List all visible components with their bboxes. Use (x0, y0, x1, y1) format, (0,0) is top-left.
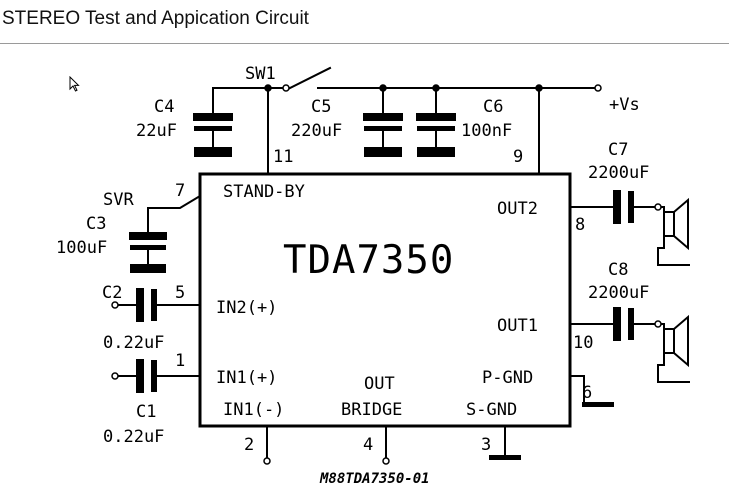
c5-ground-icon (364, 147, 402, 157)
sw1-switch-icon (284, 66, 332, 92)
out1-pin-label: OUT1 (497, 316, 538, 336)
in2-input-terminal (111, 301, 119, 309)
c1-ref: C1 (136, 402, 156, 422)
out-bridge-label-line1: OUT (364, 374, 395, 394)
c3-value: 100uF (56, 238, 107, 258)
out-bridge-label-line2: BRIDGE (341, 400, 402, 420)
svr-label: SVR (103, 190, 134, 210)
speaker-1-icon (663, 328, 675, 354)
ic-part-name: TDA7350 (283, 238, 454, 283)
c7-capacitor-icon (613, 190, 621, 224)
c2-value: 0.22uF (103, 333, 164, 353)
c2-ref: C2 (102, 283, 122, 303)
c8-capacitor-icon (613, 307, 621, 341)
c6-value: 100nF (461, 121, 512, 141)
c6-ref: C6 (483, 97, 503, 117)
in1-input-terminal (111, 372, 119, 380)
out2-pin-label: OUT2 (497, 199, 538, 219)
s-gnd-pin-label: S-GND (466, 400, 517, 420)
mouse-cursor-icon (69, 76, 80, 92)
p-gnd-pin-label: P-GND (482, 368, 533, 388)
c6-ground-icon (417, 147, 455, 157)
speaker-1-ground-wire (657, 364, 690, 383)
pin-2-number: 2 (244, 435, 254, 455)
pin-10-number: 10 (573, 333, 593, 353)
pin-6-ground-icon (582, 402, 614, 407)
c8-value: 2200uF (588, 283, 649, 303)
supply-terminal (594, 84, 602, 92)
c7-ref: C7 (608, 140, 628, 160)
sw1-label: SW1 (245, 64, 276, 84)
c4-value: 22uF (136, 121, 177, 141)
sw1-terminal (282, 84, 290, 92)
pin-7-number: 7 (175, 181, 185, 201)
c1-value: 0.22uF (103, 427, 164, 447)
in2-plus-pin-label: IN2(+) (216, 298, 277, 318)
in1-plus-pin-label: IN1(+) (216, 368, 277, 388)
pin-2-terminal (263, 457, 271, 465)
pin-7-lead (147, 194, 202, 234)
pin-4-number: 4 (363, 435, 373, 455)
c5-ref: C5 (311, 97, 331, 117)
supply-label: +Vs (609, 95, 640, 115)
c1-capacitor-icon (136, 359, 144, 393)
c5-value: 220uF (291, 121, 342, 141)
c4-ref: C4 (154, 97, 174, 117)
c2-capacitor-icon (136, 288, 144, 322)
pin-3-number: 3 (481, 435, 491, 455)
drawing-code: M88TDA7350-01 (319, 471, 430, 487)
c8-ref: C8 (608, 260, 628, 280)
c3-capacitor-icon (129, 232, 167, 240)
c5-capacitor-icon (363, 113, 403, 121)
pin-9-number: 9 (513, 147, 523, 167)
pin-11-number: 11 (273, 147, 293, 167)
speaker-2-ground-wire (657, 247, 690, 266)
page-title: STEREO Test and Appication Circuit (2, 8, 309, 29)
standby-pin-label: STAND-BY (223, 182, 305, 202)
speaker-2-icon (663, 211, 675, 237)
pin-6-number: 6 (582, 383, 592, 403)
pin-3-ground-icon (489, 455, 521, 460)
pin-1-number: 1 (175, 351, 185, 371)
c4-capacitor-icon (193, 113, 233, 121)
c3-ref: C3 (86, 214, 106, 234)
c6-capacitor-icon (416, 113, 456, 121)
pin-5-number: 5 (175, 283, 185, 303)
title-divider (0, 43, 729, 44)
pin-8-number: 8 (575, 215, 585, 235)
pin-4-terminal (382, 457, 390, 465)
in1-minus-pin-label: IN1(-) (223, 400, 284, 420)
c3-ground-icon (130, 264, 166, 273)
pin-6-lead (569, 375, 585, 405)
c7-value: 2200uF (588, 163, 649, 183)
c4-ground-icon (194, 147, 232, 157)
